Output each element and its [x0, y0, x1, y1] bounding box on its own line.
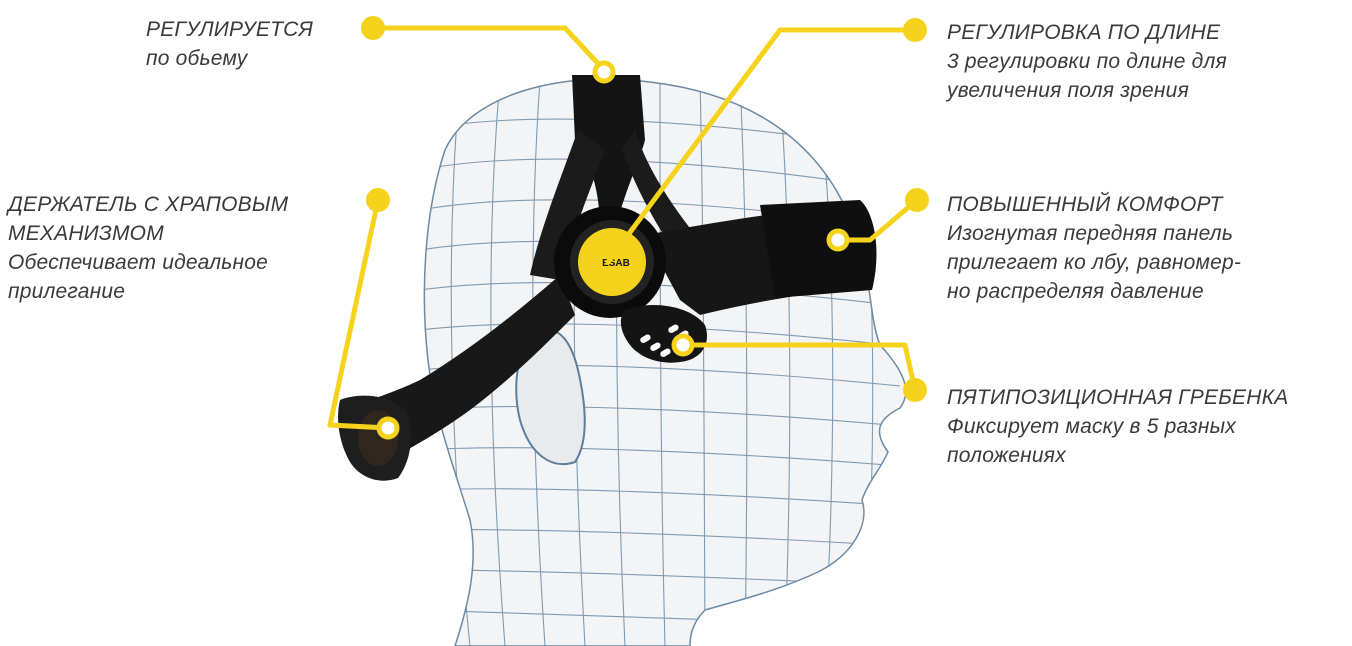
callout-volume-desc: по обьему: [146, 44, 313, 73]
callout-comfort-desc-1: Изогнутая передняя панель: [947, 219, 1241, 248]
ring-comfort: [829, 231, 847, 249]
leader-ratchet: [330, 200, 388, 428]
ring-volume: [595, 63, 613, 81]
callout-comb-title: ПЯТИПОЗИЦИОННАЯ ГРЕБЕНКА: [947, 383, 1288, 412]
callout-comfort-desc-3: но распределяя давление: [947, 277, 1241, 306]
callout-comb: ПЯТИПОЗИЦИОННАЯ ГРЕБЕНКА Фиксирует маску…: [947, 383, 1288, 470]
callout-length-desc-1: 3 регулировки по длине для: [947, 47, 1227, 76]
callout-ratchet-desc-1: Обеспечивает идеальное: [8, 248, 288, 277]
callout-ratchet: ДЕРЖАТЕЛЬ С ХРАПОВЫМ МЕХАНИЗМОМ Обеспечи…: [8, 190, 288, 306]
callout-comfort-desc-2: прилегает ко лбу, равномер-: [947, 248, 1241, 277]
callout-volume: РЕГУЛИРУЕТСЯ по обьему: [146, 15, 313, 73]
forehead-pad: [760, 200, 876, 298]
dot-volume-end: [361, 16, 385, 40]
leader-volume: [373, 28, 604, 70]
dot-comb-end: [903, 378, 927, 402]
ring-comb: [674, 336, 692, 354]
callout-volume-title: РЕГУЛИРУЕТСЯ: [146, 15, 313, 44]
callout-comfort: ПОВЫШЕННЫЙ КОМФОРТ Изогнутая передняя па…: [947, 190, 1241, 306]
callout-comfort-title: ПОВЫШЕННЫЙ КОМФОРТ: [947, 190, 1241, 219]
dot-length-end: [903, 18, 927, 42]
callout-length: РЕГУЛИРОВКА ПО ДЛИНЕ 3 регулировки по дл…: [947, 18, 1227, 105]
dot-comfort-end: [905, 188, 929, 212]
callout-ratchet-title-1: ДЕРЖАТЕЛЬ С ХРАПОВЫМ: [8, 190, 288, 219]
callout-comb-desc-1: Фиксирует маску в 5 разных: [947, 412, 1288, 441]
callout-ratchet-desc-2: прилегание: [8, 277, 288, 306]
callout-length-title: РЕГУЛИРОВКА ПО ДЛИНЕ: [947, 18, 1227, 47]
dot-ratchet-end: [366, 188, 390, 212]
callout-comb-desc-2: положениях: [947, 441, 1288, 470]
ring-ratchet: [379, 419, 397, 437]
callout-length-desc-2: увеличения поля зрения: [947, 76, 1227, 105]
callout-ratchet-title-2: МЕХАНИЗМОМ: [8, 219, 288, 248]
